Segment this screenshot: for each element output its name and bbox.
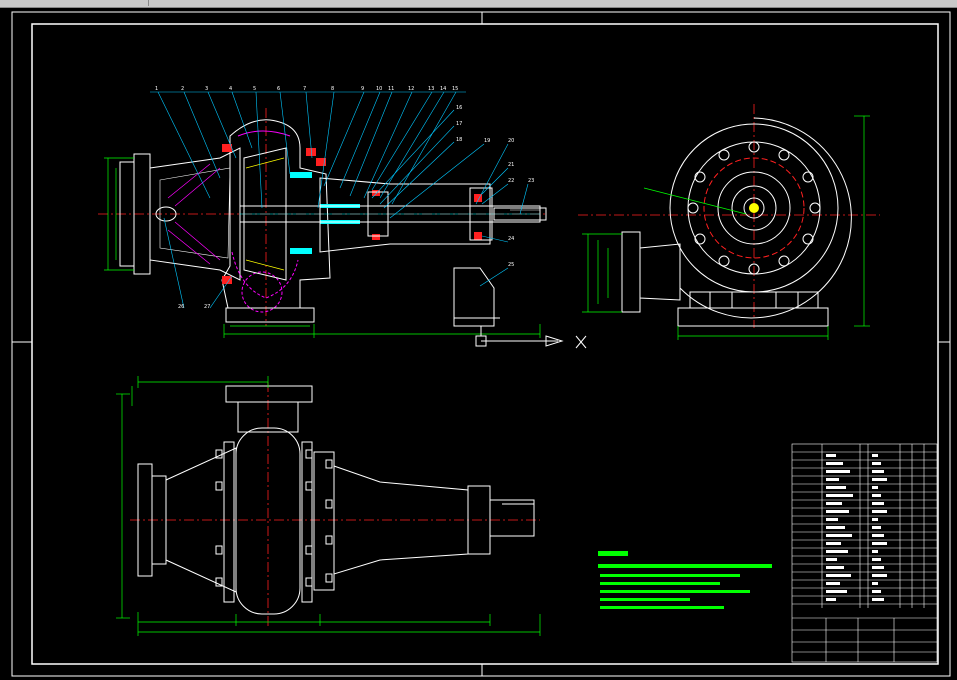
- parts-list-cell-text: [826, 494, 853, 497]
- parts-list-cell-text: [872, 558, 881, 561]
- parts-list-cell-text: [872, 542, 887, 545]
- parts-list-cell-text: [826, 566, 844, 569]
- part-label: 10: [376, 86, 382, 92]
- parts-list-cell-text: [826, 558, 837, 561]
- part-label: 18: [456, 137, 462, 143]
- part-label: 22: [508, 178, 514, 184]
- parts-list-cell-text: [826, 518, 838, 521]
- parts-list-cell-text: [826, 470, 850, 473]
- parts-list-cell-text: [826, 526, 845, 529]
- parts-list-cell-text: [826, 574, 851, 577]
- parts-list-cell-text: [872, 582, 878, 585]
- parts-list-cell-text: [826, 462, 843, 465]
- part-number-labels: 1 2 3 4 5 6 7 8 9 10 11 12 13 14 15 16 1…: [155, 86, 534, 310]
- part-label: 21: [508, 162, 514, 168]
- part-label: 5: [253, 86, 256, 92]
- parts-list-cell-text: [826, 510, 849, 513]
- parts-list-cell-text: [826, 542, 841, 545]
- drawing-frame: [11, 11, 951, 677]
- cad-drawing-canvas[interactable]: 1 2 3 4 5 6 7 8 9 10 11 12 13 14 15 16 1…: [0, 8, 957, 680]
- parts-list-cell-text: [826, 550, 848, 553]
- part-label: 6: [277, 86, 280, 92]
- parts-list-cell-text: [826, 598, 836, 601]
- part-label: 13: [428, 86, 434, 92]
- parts-list-cell-text: [826, 486, 846, 489]
- part-label: 23: [528, 178, 534, 184]
- parts-list-cell-text: [826, 502, 842, 505]
- parts-list-cell-text: [826, 534, 852, 537]
- part-label: 3: [205, 86, 208, 92]
- part-label: 20: [508, 138, 514, 144]
- part-label: 16: [456, 105, 462, 111]
- parts-list-cell-text: [872, 598, 884, 601]
- top-view: [116, 376, 541, 636]
- parts-list-cell-text: [872, 470, 884, 473]
- side-view: [578, 104, 880, 340]
- parts-list-text-marks: [826, 454, 887, 601]
- part-label: 19: [484, 138, 490, 144]
- parts-list-cell-text: [872, 566, 884, 569]
- part-label: 17: [456, 121, 462, 127]
- technical-notes: [598, 551, 772, 609]
- parts-list-cell-text: [826, 478, 839, 481]
- ucs-axis-icon: [475, 326, 587, 349]
- part-label: 26: [178, 304, 184, 310]
- part-label: 12: [408, 86, 414, 92]
- part-label: 2: [181, 86, 184, 92]
- parts-list-cell-text: [872, 478, 887, 481]
- part-label: 24: [508, 236, 514, 242]
- parts-list-cell-text: [872, 486, 878, 489]
- parts-list-cell-text: [826, 590, 847, 593]
- section-view-front: 1 2 3 4 5 6 7 8 9 10 11 12 13 14 15 16 1…: [98, 86, 548, 338]
- parts-list-cell-text: [872, 590, 881, 593]
- title-strip-cell: [0, 0, 149, 6]
- part-label: 15: [452, 86, 458, 92]
- part-label: 14: [440, 86, 446, 92]
- part-label: 11: [388, 86, 394, 92]
- parts-list-cell-text: [872, 502, 884, 505]
- parts-list-table: [791, 443, 938, 663]
- parts-list-cell-text: [826, 582, 840, 585]
- parts-list-cell-text: [872, 454, 878, 457]
- parts-list-cell-text: [872, 462, 881, 465]
- window-title-strip: [0, 0, 957, 8]
- part-label: 7: [303, 86, 306, 92]
- part-label: 25: [508, 262, 514, 268]
- parts-list-cell-text: [872, 494, 881, 497]
- parts-list-cell-text: [872, 518, 878, 521]
- parts-list-cell-text: [826, 454, 836, 457]
- parts-list-cell-text: [872, 534, 884, 537]
- parts-list-cell-text: [872, 550, 878, 553]
- part-label: 8: [331, 86, 334, 92]
- parts-list-cell-text: [872, 574, 887, 577]
- part-label: 27: [204, 304, 210, 310]
- part-label: 1: [155, 86, 158, 92]
- parts-list-cell-text: [872, 510, 887, 513]
- part-label: 9: [361, 86, 364, 92]
- part-label: 4: [229, 86, 232, 92]
- parts-list-cell-text: [872, 526, 881, 529]
